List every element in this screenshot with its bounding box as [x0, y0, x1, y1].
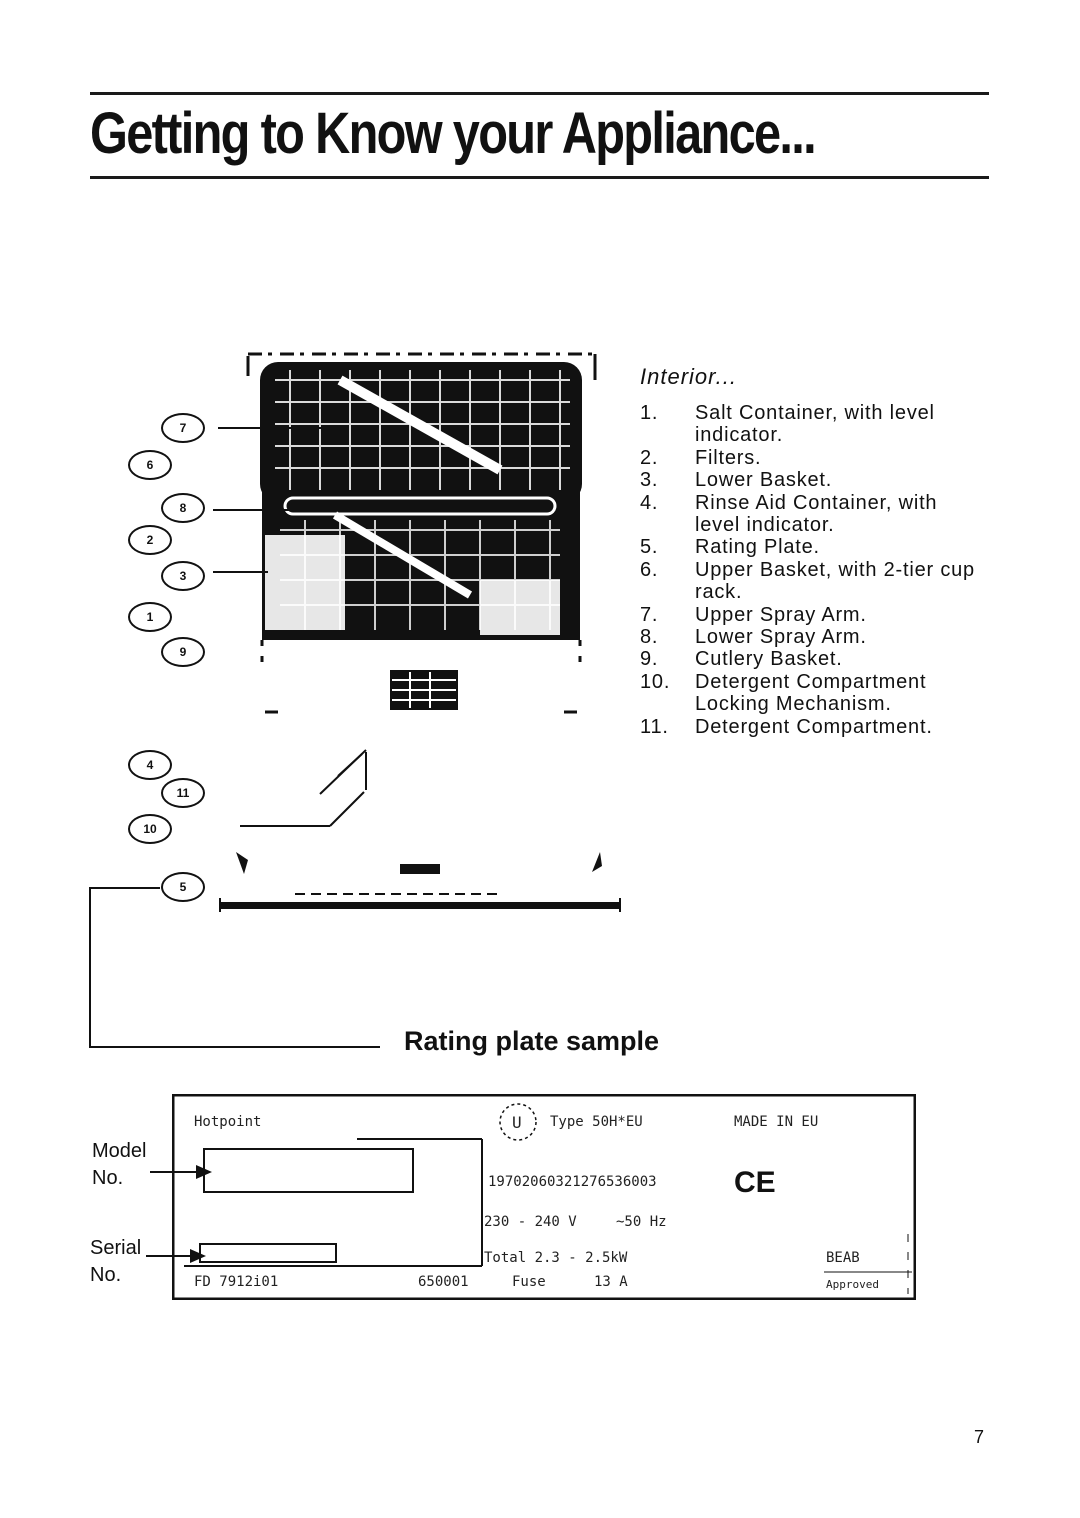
- page-number: 7: [974, 1427, 985, 1447]
- approval-seal-icon: [499, 1103, 537, 1141]
- model-number-label: Model No.: [92, 1140, 147, 1189]
- item-number: 7.: [640, 603, 659, 626]
- list-item: 6. Upper Basket, with 2-tier cup rack.: [640, 559, 985, 604]
- arrow-right-icon: [190, 1249, 206, 1263]
- rating-plate-illustration: U Hotpoint Type 50H*EU MADE IN EU 197020…: [171, 1093, 917, 1301]
- item-number: 3.: [640, 469, 659, 492]
- list-item: 4. Rinse Aid Container, with level indica…: [640, 492, 985, 537]
- top-rule: [90, 92, 989, 95]
- ce-mark: CE: [734, 1166, 776, 1199]
- plate-code: 19702060321276536003: [488, 1174, 657, 1190]
- item-text: Lower Basket.: [695, 469, 833, 492]
- item-text: Detergent Compartment Locking Mechanism.: [695, 670, 927, 716]
- serial-number-label: Serial No.: [90, 1237, 142, 1286]
- item-text: Detergent Compartment.: [695, 715, 933, 738]
- list-item: 11. Detergent Compartment.: [640, 716, 985, 738]
- item-number: 2.: [640, 446, 659, 469]
- callout-3: 3: [161, 561, 205, 591]
- plate-approval-sub: Approved: [826, 1278, 879, 1291]
- callout-4: 4: [128, 750, 172, 780]
- item-number: 8.: [640, 626, 659, 649]
- list-item: 8. Lower Spray Arm.: [640, 626, 985, 648]
- list-item: 2. Filters.: [640, 447, 985, 469]
- item-number: 4.: [640, 491, 659, 514]
- item-number: 10.: [640, 670, 671, 693]
- svg-text:U: U: [512, 1113, 522, 1132]
- item-text: Cutlery Basket.: [695, 648, 843, 671]
- plate-current: 13 A: [594, 1274, 628, 1290]
- plate-frequency: ~50 Hz: [616, 1214, 667, 1230]
- callout-2: 2: [128, 525, 172, 555]
- list-item: 7. Upper Spray Arm.: [640, 604, 985, 626]
- dishwasher-illustration: [213, 352, 621, 912]
- plate-voltage: 230 - 240 V: [484, 1214, 577, 1230]
- plate-made-in: MADE IN EU: [734, 1114, 818, 1130]
- plate-brand: Hotpoint: [194, 1114, 261, 1130]
- rating-plate-sample: U Hotpoint Type 50H*EU MADE IN EU 197020…: [171, 1093, 917, 1301]
- list-item: 10. Detergent Compartment Locking Mechani…: [640, 671, 985, 716]
- item-text: Upper Basket, with 2-tier cup rack.: [695, 558, 975, 604]
- item-number: 11.: [640, 715, 669, 738]
- item-text: Salt Container, with level indicator.: [695, 402, 935, 447]
- list-item: 3. Lower Basket.: [640, 469, 985, 491]
- item-text: Rinse Aid Container, with level indicato…: [695, 491, 938, 537]
- callout-11: 11: [161, 778, 205, 808]
- item-number: 6.: [640, 558, 659, 581]
- page-title: Getting to Know your Appliance...: [90, 101, 817, 166]
- plate-approval: BEAB: [826, 1250, 860, 1266]
- item-text: Rating Plate.: [695, 536, 820, 559]
- callout-5: 5: [161, 872, 205, 902]
- plate-serial-extra: 650001: [418, 1274, 469, 1290]
- callout-1: 1: [128, 602, 172, 632]
- callout-7: 7: [161, 413, 205, 443]
- item-text: Filters.: [695, 446, 762, 469]
- list-item: 5. Rating Plate.: [640, 536, 985, 558]
- list-item: 1. Salt Container, with level indicator.: [640, 402, 985, 447]
- title-underline: [90, 176, 989, 179]
- callout-8: 8: [161, 493, 205, 523]
- parts-list: 1.Salt Container, with level indicator. …: [640, 402, 985, 738]
- callout-9: 9: [161, 637, 205, 667]
- item-number: 9.: [640, 648, 659, 671]
- list-item: 9. Cutlery Basket.: [640, 648, 985, 670]
- plate-serial-code: FD 7912i01: [194, 1274, 278, 1290]
- callout-6: 6: [128, 450, 172, 480]
- callout-10: 10: [128, 814, 172, 844]
- item-number: 5.: [640, 536, 659, 559]
- plate-power: Total 2.3 - 2.5kW: [484, 1250, 628, 1266]
- arrow-right-icon: [196, 1165, 212, 1179]
- item-text: Upper Spray Arm.: [695, 603, 867, 626]
- dishwasher-diagram: [80, 340, 640, 940]
- plate-fuse: Fuse: [512, 1274, 546, 1290]
- rating-plate-heading: Rating plate sample: [404, 1026, 660, 1056]
- plate-type: Type 50H*EU: [550, 1114, 643, 1130]
- interior-heading: Interior...: [640, 364, 737, 389]
- item-text: Lower Spray Arm.: [695, 626, 867, 649]
- item-number: 1.: [640, 402, 659, 424]
